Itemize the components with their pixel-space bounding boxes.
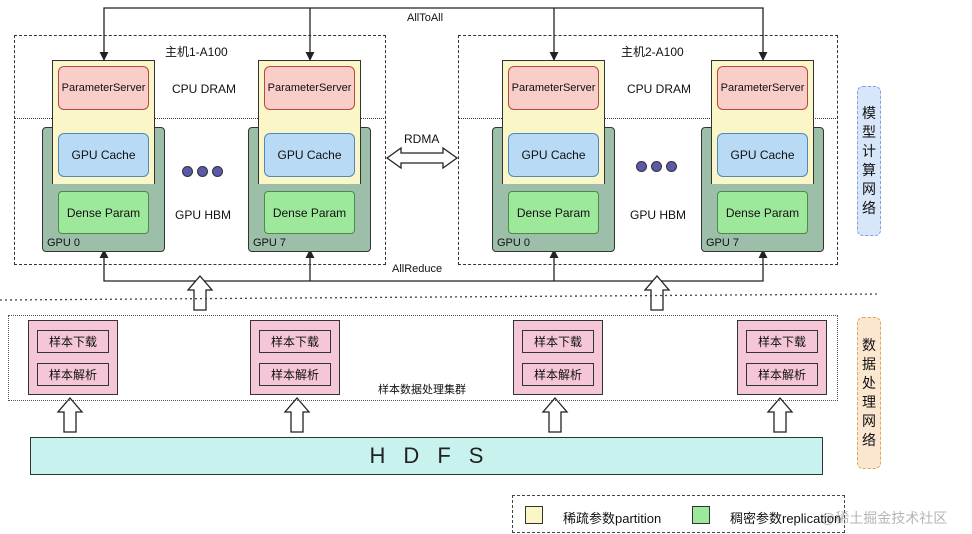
sample-download-box: 样本下载 — [259, 330, 331, 353]
host-2-gpu-0-parameter-server: ParameterServer — [508, 66, 599, 110]
side-label-char: 数 — [862, 337, 876, 353]
legend — [512, 495, 845, 533]
host-2-dram-hbm-divider — [458, 118, 838, 119]
side-label-char: 处 — [862, 375, 876, 391]
side-label-char: 网 — [862, 181, 876, 197]
host-2-cpu-dram-label: CPU DRAM — [627, 82, 692, 96]
rdma-label: RDMA — [404, 132, 440, 146]
host-1-gpu-hbm-label: GPU HBM — [175, 208, 232, 222]
ellipsis-dot — [182, 166, 193, 177]
sample-parse-box: 样本解析 — [746, 363, 818, 386]
host-1-dram-hbm-divider — [14, 118, 386, 119]
host-1-gpu-7-label: GPU 7 — [253, 237, 287, 249]
host-1-cpu-dram-label: CPU DRAM — [172, 82, 237, 96]
legend-sparse-swatch — [525, 506, 543, 524]
all-to-all-connector — [99, 7, 768, 61]
side-label-char: 据 — [862, 356, 876, 372]
side-label-compute-network: 模型计算网络 — [857, 86, 881, 236]
sample-parse-box: 样本解析 — [37, 363, 109, 386]
side-label-data-network: 数据处理网络 — [857, 317, 881, 469]
all-to-all-label: AllToAll — [407, 12, 444, 24]
up-arrow-hdfs-to-node-2 — [283, 397, 311, 433]
host-1-gpu-0-gpu-cache: GPU Cache — [58, 133, 149, 177]
sample-download-box: 样本下载 — [746, 330, 818, 353]
rdma-double-arrow — [385, 146, 459, 170]
sample-cluster-label: 样本数据处理集群 — [378, 384, 466, 396]
host-1-title: 主机1-A100 — [165, 45, 228, 59]
side-label-char: 络 — [862, 200, 876, 216]
sample-parse-box: 样本解析 — [259, 363, 331, 386]
up-arrow-cluster-to-host1 — [186, 275, 214, 311]
host-1-gpu-7-dense-param: Dense Param — [264, 191, 355, 234]
host-2-gpu-7-dense-param: Dense Param — [717, 191, 808, 234]
side-label-char: 理 — [862, 394, 876, 410]
host-1 — [14, 35, 386, 265]
up-arrow-hdfs-to-node-4 — [766, 397, 794, 433]
side-label-char: 计 — [862, 143, 876, 159]
ellipsis-dot — [666, 161, 677, 172]
side-label-char: 络 — [862, 432, 876, 448]
side-label-char: 型 — [862, 124, 876, 140]
all-reduce-label: AllReduce — [392, 263, 443, 275]
side-label-char: 算 — [862, 162, 876, 178]
sample-cluster — [8, 315, 838, 401]
all-reduce-connector — [99, 249, 768, 282]
side-label-char: 网 — [862, 413, 876, 429]
legend-sparse-label: 稀疏参数partition — [563, 511, 662, 526]
host-1-gpu-7-parameter-server: ParameterServer — [264, 66, 355, 110]
ellipsis-dot — [651, 161, 662, 172]
host-1-gpu-0-dense-param: Dense Param — [58, 191, 149, 234]
sample-download-box: 样本下载 — [522, 330, 594, 353]
host-2-gpu-7-gpu-cache: GPU Cache — [717, 133, 808, 177]
sample-parse-box: 样本解析 — [522, 363, 594, 386]
up-arrow-cluster-to-host2 — [643, 275, 671, 311]
host-1-gpu-0-label: GPU 0 — [47, 237, 81, 249]
host-2-gpu-7-label: GPU 7 — [706, 237, 740, 249]
legend-dense-label: 稠密参数replication — [730, 511, 842, 526]
host-2-title: 主机2-A100 — [621, 45, 684, 59]
host-2-gpu-7-parameter-server: ParameterServer — [717, 66, 808, 110]
host-2 — [458, 35, 838, 265]
up-arrow-hdfs-to-node-3 — [541, 397, 569, 433]
ellipsis-dot — [636, 161, 647, 172]
host-2-gpu-hbm-label: GPU HBM — [630, 208, 687, 222]
host-1-gpu-7-gpu-cache: GPU Cache — [264, 133, 355, 177]
up-arrow-hdfs-to-node-1 — [56, 397, 84, 433]
host-2-gpu-0-dense-param: Dense Param — [508, 191, 599, 234]
watermark: @稀土掘金技术社区 — [821, 510, 948, 526]
hdfs-bar: HDFS — [30, 437, 823, 475]
host-2-gpu-0-gpu-cache: GPU Cache — [508, 133, 599, 177]
host-2-gpu-0-label: GPU 0 — [497, 237, 531, 249]
legend-dense-swatch — [692, 506, 710, 524]
ellipsis-dot — [212, 166, 223, 177]
sample-download-box: 样本下载 — [37, 330, 109, 353]
network-separator — [0, 293, 881, 301]
ellipsis-dot — [197, 166, 208, 177]
host-1-gpu-0-parameter-server: ParameterServer — [58, 66, 149, 110]
side-label-char: 模 — [862, 105, 876, 121]
